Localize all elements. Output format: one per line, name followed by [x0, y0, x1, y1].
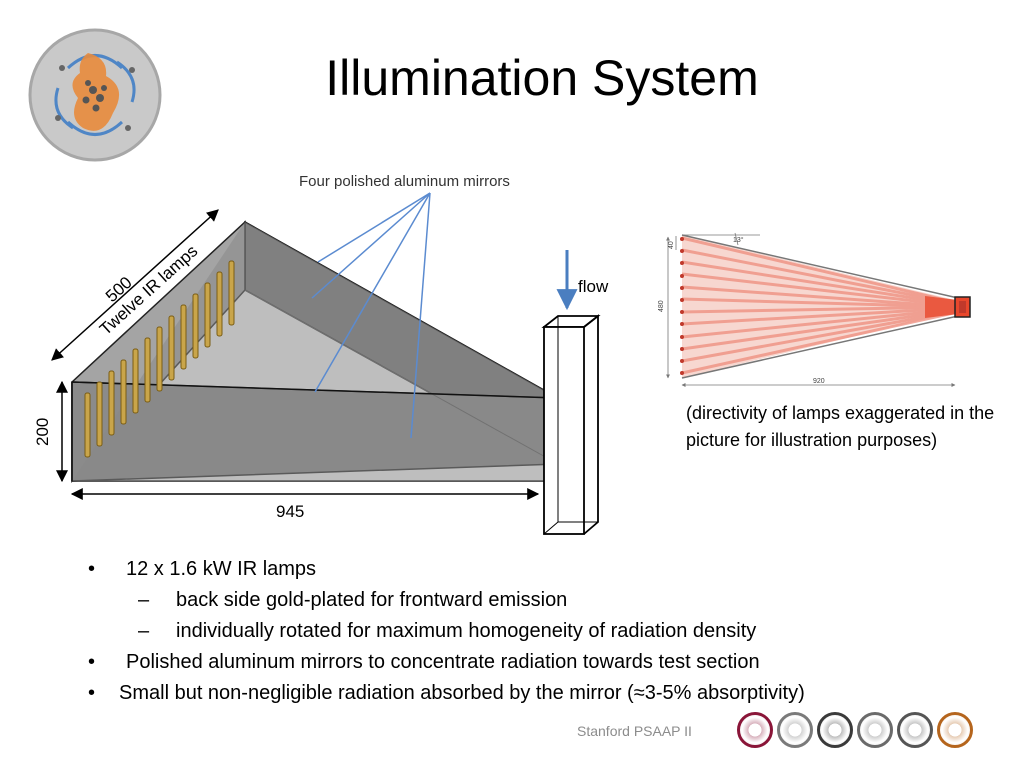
dimension-945-label: 945	[276, 502, 305, 521]
bullet-marker: –	[138, 620, 150, 642]
sub-bullet-item: – back side gold-plated for frontward em…	[86, 585, 986, 616]
dimension-500-arrow	[51, 209, 219, 361]
psaap-logo	[28, 28, 162, 162]
small-dimension-label: 40	[668, 241, 675, 249]
height-dimension-label: 480	[658, 300, 665, 312]
test-section	[541, 314, 601, 535]
mirror-pointer-lines	[311, 192, 431, 439]
bullet-marker: –	[138, 589, 150, 611]
bullet-marker: •	[88, 558, 96, 580]
bullet-text: individually rotated for maximum homogen…	[176, 620, 757, 642]
university-seal-icon	[817, 712, 853, 748]
bullet-item: • 12 x 1.6 kW IR lamps	[86, 554, 986, 585]
width-dimension-label: 920	[813, 378, 825, 385]
slide-title: Illumination System	[325, 50, 759, 106]
university-seal-icon	[857, 712, 893, 748]
sub-bullet-item: – individually rotated for maximum homog…	[86, 616, 986, 647]
bullet-text: back side gold-plated for frontward emis…	[176, 589, 568, 611]
university-seal-icon	[897, 712, 933, 748]
mirrors-label: Four polished aluminum mirrors	[299, 173, 510, 190]
bullet-marker: •	[88, 651, 96, 673]
directivity-plot	[666, 232, 971, 387]
university-seal-icon	[777, 712, 813, 748]
bullet-text: 12 x 1.6 kW IR lamps	[126, 558, 317, 580]
directivity-caption: (directivity of lamps exaggerated in the…	[686, 403, 995, 450]
dimension-200-label: 200	[33, 418, 52, 446]
bullet-item: • Polished aluminum mirrors to concentra…	[86, 647, 986, 678]
university-seal-icon	[737, 712, 773, 748]
bullet-text: Small but non-negligible radiation absor…	[119, 682, 805, 704]
university-seal-icon	[937, 712, 973, 748]
bullet-item: • Small but non-negligible radiation abs…	[86, 678, 986, 709]
angle-label: 13°	[733, 236, 744, 244]
footer-text: Stanford PSAAP II	[577, 723, 692, 739]
flow-label: flow	[578, 277, 609, 296]
bullet-text: Polished aluminum mirrors to concentrate…	[126, 651, 760, 673]
bullet-list: • 12 x 1.6 kW IR lamps – back side gold-…	[86, 554, 986, 709]
bullet-marker: •	[88, 682, 96, 704]
